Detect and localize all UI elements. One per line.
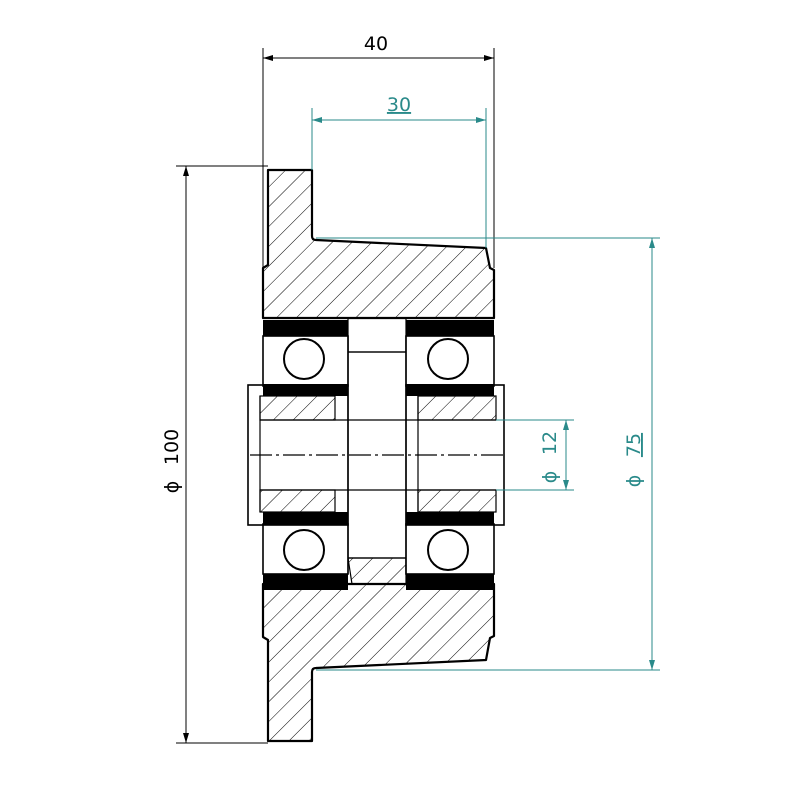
dimension-dia-body: ϕ 75 [316, 237, 660, 671]
dimension-dia-shaft: ϕ 12 [496, 419, 574, 491]
bearing-right [405, 320, 495, 590]
bearing-left-ball-bottom [283, 529, 325, 571]
bearing-right-ball-bottom [427, 529, 469, 571]
bearing-right-ball-top [427, 338, 469, 380]
dimension-width-total: 40 [262, 33, 495, 268]
bearing-right-outer-ring-top [406, 320, 494, 336]
pulley-body [261, 168, 496, 743]
dim-text-40: 40 [364, 33, 388, 55]
body-bore-upper [347, 317, 407, 353]
dimension-dia-outer: ϕ 100 [161, 165, 268, 744]
bearing-right-inner-ring-top [406, 384, 494, 396]
sleeve-left [247, 384, 349, 526]
bearing-right-outer-ring-bottom [406, 574, 494, 590]
dim-symbol-75: ϕ [623, 475, 645, 488]
bearing-left-inner-ring-bottom [263, 512, 348, 524]
body-upper-section [261, 168, 496, 320]
body-bore-lower [347, 557, 407, 585]
bearing-left [262, 320, 349, 590]
dim-symbol-100: ϕ [161, 481, 183, 494]
bearing-left-outer-ring-bottom [263, 574, 348, 590]
dim-text-100: 100 [161, 429, 183, 465]
sleeve-right-top-hatch [417, 395, 497, 421]
sleeve-right-bottom-hatch [417, 489, 497, 513]
dim-symbol-12: ϕ [539, 471, 561, 484]
sleeve-left-bottom-hatch [259, 489, 336, 513]
bearing-right-inner-ring-bottom [406, 512, 494, 524]
shaft [250, 336, 504, 574]
bearing-left-ball-top [283, 338, 325, 380]
dim-text-12: 12 [539, 431, 561, 455]
dim-text-75: 75 [623, 433, 645, 457]
sleeve-left-top-hatch [259, 395, 336, 421]
dimension-width-inner: 30 [311, 94, 487, 248]
dim-text-30: 30 [387, 94, 411, 116]
bearing-left-inner-ring-top [263, 384, 348, 396]
bearing-left-outer-ring-top [263, 320, 348, 336]
body-lower-section [261, 582, 496, 743]
